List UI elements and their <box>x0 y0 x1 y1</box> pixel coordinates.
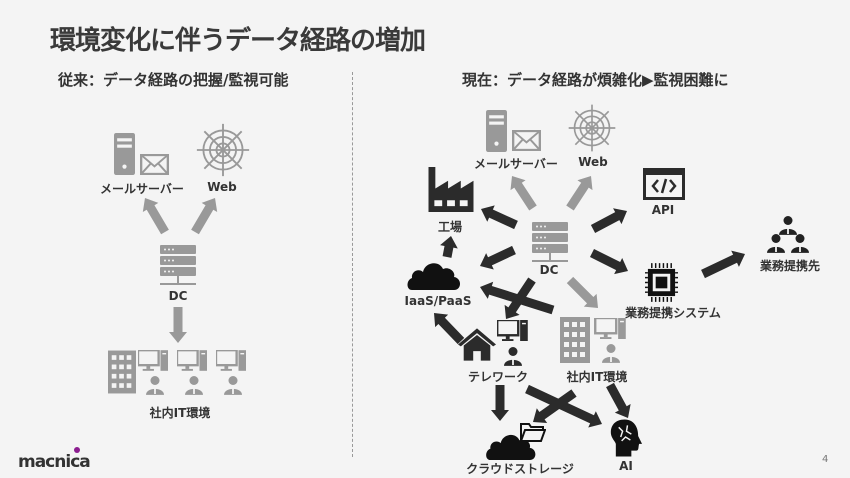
mail-server-icon <box>114 133 135 175</box>
arrow-dc-to-web <box>191 198 218 235</box>
label-mail-server: メールサーバー <box>100 182 184 196</box>
person-icon <box>146 375 164 395</box>
computer-icon <box>177 350 207 371</box>
page-title: 環境変化に伴うデータ経路の増加 <box>50 26 426 56</box>
web-icon <box>195 122 251 178</box>
envelope-icon <box>140 154 169 175</box>
person-icon <box>224 375 242 395</box>
arrow-dc-to-factory <box>481 205 518 230</box>
arrow-dc-to-internal <box>566 276 598 308</box>
folder-icon <box>520 422 546 442</box>
page-number: 4 <box>822 454 829 465</box>
arrow-system-to-partner <box>701 250 745 279</box>
arrow-telework-to-storage <box>491 385 509 421</box>
computer-icon <box>138 350 168 371</box>
arrow-dc-to-api <box>590 208 627 233</box>
label-web: Web <box>207 180 237 194</box>
dc-server-icon <box>160 245 196 287</box>
ai-head-icon <box>610 419 643 457</box>
label-mail-server: メールサーバー <box>474 157 558 171</box>
label-internal-it: 社内IT環境 <box>566 370 628 384</box>
label-dc: DC <box>539 263 559 277</box>
api-icon <box>643 168 685 200</box>
arrow-dc-to-mail <box>142 198 169 235</box>
label-cloud-storage: クラウドストレージ <box>466 462 574 476</box>
macnica-logo: macnica <box>18 452 91 472</box>
right-heading: 現在：データ経路が煩雑化▶監視困難に <box>462 71 729 89</box>
label-telework: テレワーク <box>467 370 529 384</box>
person-icon <box>767 233 785 253</box>
factory-icon <box>428 167 474 212</box>
computer-icon <box>216 350 246 371</box>
label-internal-it: 社内IT環境 <box>149 406 211 420</box>
arrow-internal-to-cloud <box>480 281 555 315</box>
person-icon <box>791 233 809 253</box>
label-web: Web <box>578 155 608 169</box>
arrow-telework-to-ai <box>525 384 602 428</box>
mail-server-icon <box>486 110 507 152</box>
arrow-dc-to-cloud <box>480 245 516 270</box>
person-icon <box>185 375 203 395</box>
chip-icon <box>645 263 678 302</box>
person-icon <box>779 215 797 235</box>
web-icon <box>564 103 620 153</box>
computer-icon <box>594 318 627 339</box>
house-icon <box>458 328 496 361</box>
arrow-dc-to-web <box>566 176 593 211</box>
label-partner: 業務提携先 <box>759 259 821 273</box>
arrow-dc-to-internal <box>169 307 187 343</box>
envelope-icon <box>512 130 541 151</box>
arrow-internal-to-storage <box>533 389 577 423</box>
computer-icon <box>497 320 528 341</box>
person-icon <box>504 346 522 366</box>
dc-server-icon <box>532 222 568 264</box>
building-icon <box>108 350 136 394</box>
label-ai: AI <box>619 459 633 473</box>
label-partner-system: 業務提携システム <box>625 306 721 320</box>
label-iaas-paas: IaaS/PaaS <box>404 294 472 308</box>
divider <box>352 72 353 457</box>
label-dc: DC <box>168 289 188 303</box>
arrow-cloud-to-factory <box>440 236 458 258</box>
arrow-internal-to-ai <box>606 382 631 418</box>
arrow-dc-to-system <box>589 248 628 275</box>
arrow-house-to-cloud <box>434 313 465 345</box>
cloud-icon <box>406 258 462 290</box>
person-icon <box>602 343 620 363</box>
building-icon <box>560 317 590 363</box>
logo-dot <box>74 447 80 453</box>
arrow-dc-to-mail <box>510 176 537 211</box>
label-api: API <box>651 203 675 217</box>
left-heading: 従来：データ経路の把握/監視可能 <box>58 71 289 89</box>
label-factory: 工場 <box>437 220 463 234</box>
